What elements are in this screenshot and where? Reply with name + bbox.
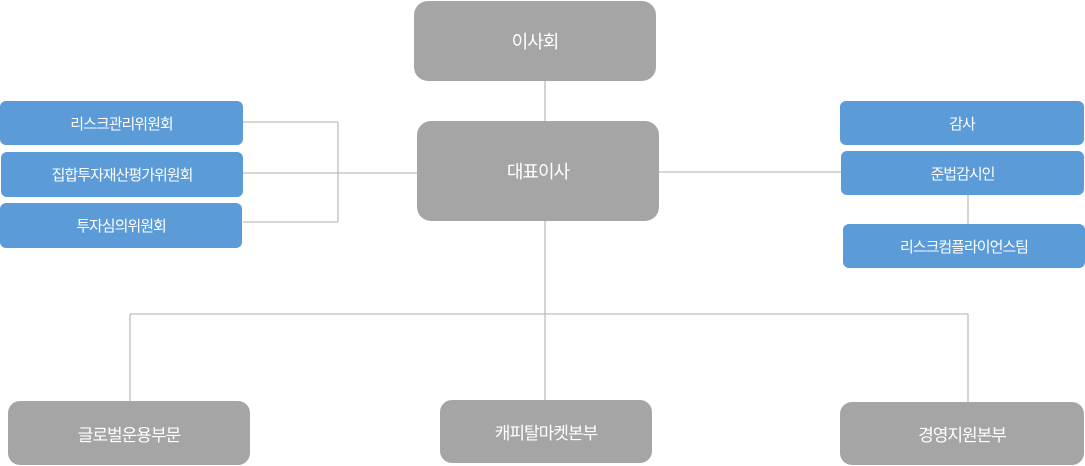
- compliance-officer-label: 준법감시인: [930, 164, 995, 183]
- committee-label: 집합투자재산평가위원회: [51, 166, 194, 184]
- board-box: 이사회: [414, 1, 656, 81]
- risk-compliance-team-label: 리스크컴플라이언스팀: [899, 237, 1029, 256]
- board-label: 이사회: [511, 32, 560, 53]
- division-capital-markets: 캐피탈마켓본부: [440, 400, 652, 463]
- division-label: 글로벌운용부문: [77, 425, 181, 446]
- audit-box: 감사: [840, 101, 1084, 145]
- division-global-investment: 글로벌운용부문: [8, 401, 250, 465]
- committee-risk-management: 리스크관리위원회: [0, 101, 243, 145]
- committee-label: 투자심의위원회: [76, 217, 167, 235]
- committee-label: 리스크관리위원회: [70, 114, 173, 133]
- committee-investment-review: 투자심의위원회: [0, 203, 242, 248]
- ceo-label: 대표이사: [506, 162, 570, 183]
- committee-fund-valuation: 집합투자재산평가위원회: [1, 152, 243, 197]
- compliance-officer-box: 준법감시인: [841, 151, 1084, 195]
- division-label: 캐피탈마켓본부: [494, 424, 598, 444]
- risk-compliance-team-box: 리스크컴플라이언스팀: [843, 224, 1085, 268]
- ceo-box: 대표이사: [417, 121, 659, 221]
- audit-label: 감사: [949, 114, 976, 133]
- division-label: 경영지원본부: [918, 426, 1007, 446]
- division-management-support: 경영지원본부: [840, 402, 1084, 465]
